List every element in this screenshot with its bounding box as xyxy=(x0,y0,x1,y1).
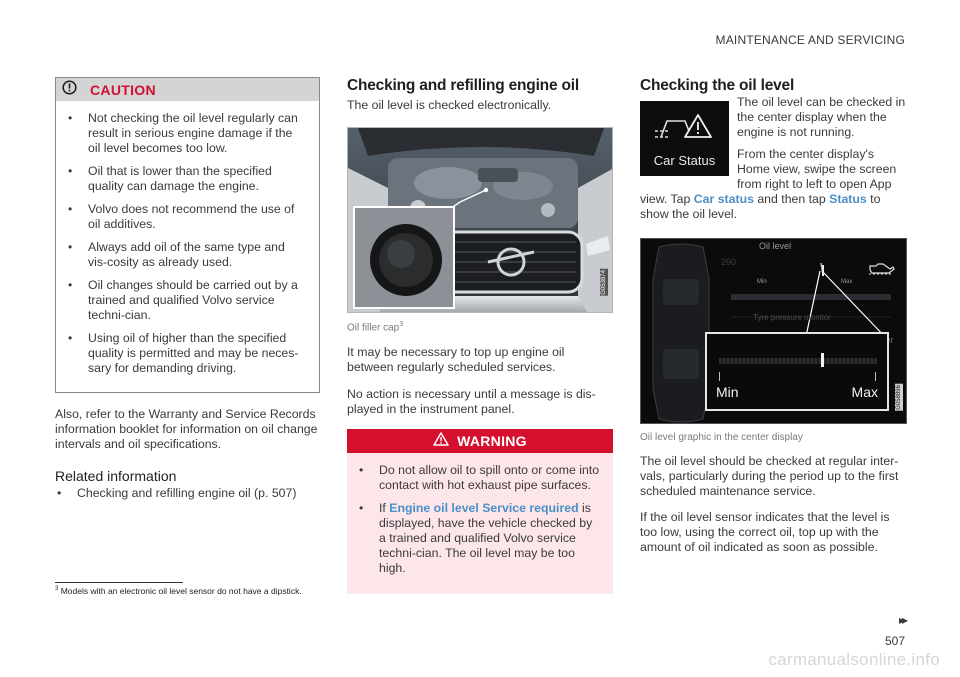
warning-triangle-icon xyxy=(433,432,449,451)
oil-level-zoom-panel: Min Max xyxy=(705,332,889,411)
oil-top-up-text: If the oil level sensor indicates that t… xyxy=(640,510,890,554)
warranty-text: Also, refer to the Warranty and Service … xyxy=(55,407,318,451)
oil-check-intro: Car Status The oil level can be checked … xyxy=(640,95,907,222)
footnote-text: Models with an electronic oil level sens… xyxy=(60,586,302,596)
warning-list: Do not allow oil to spill onto or come i… xyxy=(347,453,613,576)
oil-level-bar xyxy=(719,358,877,364)
oil-level-graphic: 260 Oil level Min Max Tyre pressure moni… xyxy=(640,238,907,424)
oil-check-text-1: The oil level can be checked in the cent… xyxy=(737,95,906,139)
warning-title: WARNING xyxy=(457,433,527,450)
no-action-text: No action is necessary until a message i… xyxy=(347,387,596,417)
caution-box: CAUTION Not checking the oil level regul… xyxy=(55,77,320,393)
car-top-view-illustration xyxy=(652,243,891,423)
caption-text: Oil filler cap xyxy=(347,322,400,334)
caution-item: Oil changes should be carried out by a t… xyxy=(66,278,307,323)
oil-check-interval-text: The oil level should be checked at regul… xyxy=(640,454,899,498)
next-page-arrows-icon[interactable]: ▸▸ xyxy=(898,613,908,627)
page-number: 507 xyxy=(884,634,905,648)
right-column: Checking the oil level Car Status The oi… xyxy=(640,77,907,555)
partial-number: 260 xyxy=(721,257,737,267)
oil-level-max-label: Max xyxy=(851,384,878,400)
related-information-heading: Related information xyxy=(55,468,177,484)
car-status-icon xyxy=(655,114,712,138)
car-status-app-tile: Car Status xyxy=(640,101,729,176)
footnote-divider xyxy=(55,582,183,583)
caution-item: Using oil of higher than the specified q… xyxy=(66,331,307,376)
instruction-text: From the center display's Home view, swi… xyxy=(640,147,897,206)
left-column: CAUTION Not checking the oil level regul… xyxy=(55,77,320,501)
status-term: Status xyxy=(829,192,867,206)
middle-column: Checking and refilling engine oil The oi… xyxy=(347,77,613,595)
caution-item: Oil that is lower than the specified qua… xyxy=(66,164,307,194)
caution-header: CAUTION xyxy=(56,78,319,101)
footnote-number: 3 xyxy=(55,586,59,593)
warning-item-prefix: If xyxy=(379,501,386,516)
related-link-checking-refilling-oil[interactable]: Checking and refilling engine oil (p. 50… xyxy=(55,486,320,501)
image-caption: Oil filler cap3 xyxy=(347,321,613,333)
message-engine-oil-level: Engine oil level Service required xyxy=(389,501,579,516)
caution-item: Volvo does not recommend the use of oil … xyxy=(66,202,307,232)
section-heading-checking-refilling: Checking and refilling engine oil xyxy=(347,77,579,94)
image-code: G058896 xyxy=(895,384,903,411)
section-header: MAINTENANCE AND SERVICING xyxy=(715,33,905,47)
instruction-text: and then tap xyxy=(757,192,826,206)
oil-level-max-small: Max xyxy=(841,279,853,285)
caution-title: CAUTION xyxy=(90,81,156,98)
oil-can-icon xyxy=(867,261,895,280)
warning-item-suffix: is displayed, have the vehicle checked b… xyxy=(379,501,593,576)
oil-level-max-tick xyxy=(875,372,876,381)
oil-check-text-2: From the center display's Home view, swi… xyxy=(640,147,907,222)
caution-item: Not checking the oil level regularly can… xyxy=(66,111,307,156)
oil-level-min-tick xyxy=(719,372,720,381)
oil-level-min-label: Min xyxy=(716,384,739,400)
warning-header: WARNING xyxy=(347,429,613,454)
oil-level-indicator xyxy=(821,353,824,367)
engine-bay-illustration: G053874 xyxy=(347,127,613,313)
image-code: G053874 xyxy=(600,269,608,296)
footnote-ref[interactable]: 3 xyxy=(399,321,404,328)
footnote: 3 Models with an electronic oil level se… xyxy=(55,586,302,596)
oil-graphic-caption: Oil level graphic in the center display xyxy=(640,432,803,443)
tyre-pressure-label: Tyre pressure monitor xyxy=(753,313,831,322)
oil-level-min-small: Min xyxy=(757,279,767,285)
caution-icon xyxy=(62,79,77,100)
warning-item: If Engine oil level Service required is … xyxy=(357,501,601,576)
warning-box: WARNING Do not allow oil to spill onto o… xyxy=(347,429,613,595)
watermark: carmanualsonline.info xyxy=(768,650,940,669)
car-status-term: Car status xyxy=(693,192,754,206)
warning-item: Do not allow oil to spill onto or come i… xyxy=(357,463,601,493)
caution-list: Not checking the oil level regularly can… xyxy=(56,101,319,392)
top-up-text: It may be necessary to top up engine oil… xyxy=(347,345,565,375)
instruction-text: to show the oil level. xyxy=(640,192,881,221)
caution-item: Always add oil of the same type and vis-… xyxy=(66,240,307,270)
section-heading-checking-oil-level: Checking the oil level xyxy=(640,77,795,94)
car-status-label: Car Status xyxy=(653,153,716,168)
oil-level-title: Oil level xyxy=(759,241,792,251)
intro-text: The oil level is checked electronically. xyxy=(347,98,552,112)
